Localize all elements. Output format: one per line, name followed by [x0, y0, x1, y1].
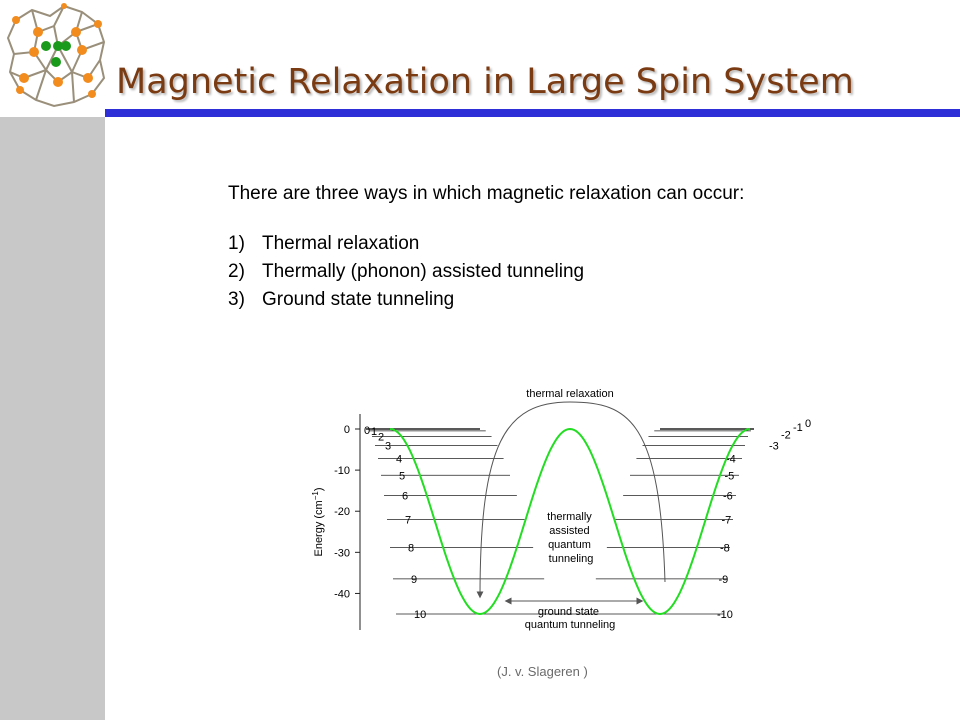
left-level-label: 3	[385, 441, 391, 453]
y-axis-ticks: 0 -10 -20 -30 -40	[334, 424, 360, 600]
molecule-logo-icon	[6, 3, 106, 108]
list-item-text: Ground state tunneling	[262, 289, 455, 310]
list-item: 3) Ground state tunneling	[228, 286, 788, 314]
thermal-relaxation-label: thermal relaxation	[526, 388, 613, 400]
right-level-label: -4	[726, 454, 736, 466]
ground-state-label: ground state quantum tunneling	[525, 606, 616, 631]
left-level-label: 9	[411, 574, 417, 586]
left-level-label: 5	[399, 470, 405, 482]
thermally-assisted-label: thermally assisted quantum tunneling	[547, 511, 595, 565]
y-tick-label: -30	[334, 547, 350, 559]
list-item-number: 1)	[228, 233, 245, 254]
thermal-relaxation-arrow	[476, 401, 666, 599]
right-level-label: -6	[723, 491, 733, 503]
right-level-label: -5	[725, 470, 735, 482]
right-level-label: -10	[717, 609, 733, 621]
list-item-number: 2)	[228, 261, 245, 282]
y-tick-label: -40	[334, 588, 350, 600]
right-level-label: -8	[720, 542, 730, 554]
left-level-label: 1	[371, 426, 377, 438]
left-level-label: 6	[402, 491, 408, 503]
list-item: 1) Thermal relaxation	[228, 230, 788, 258]
y-tick-label: -10	[334, 465, 350, 477]
right-level-label: -1	[793, 422, 803, 434]
right-level-label: -9	[719, 574, 729, 586]
left-level-label: 0	[364, 425, 370, 437]
left-level-label: 8	[408, 542, 414, 554]
right-level-label: -7	[722, 515, 732, 527]
y-axis-label: Energy (cm−1)	[311, 487, 325, 556]
right-level-label: -3	[769, 441, 779, 453]
double-well-curve	[389, 427, 751, 616]
left-level-label: 2	[378, 431, 384, 443]
slide-title: Magnetic Relaxation in Large Spin System	[116, 62, 854, 102]
intro-text: There are three ways in which magnetic r…	[228, 183, 745, 204]
left-level-label: 7	[405, 515, 411, 527]
y-tick-label: -20	[334, 506, 350, 518]
list-item: 2) Thermally (phonon) assisted tunneling	[228, 258, 788, 286]
slide-body: There are three ways in which magnetic r…	[228, 180, 788, 314]
image-credit: (J. v. Slageren )	[497, 664, 588, 679]
y-tick-label: 0	[344, 424, 350, 436]
list-item-text: Thermal relaxation	[262, 233, 420, 254]
energy-level-diagram: 0-10-20-30-40 Energy (cm−1) 001-12-23-34…	[311, 388, 811, 631]
list-item-text: Thermally (phonon) assisted tunneling	[262, 261, 585, 282]
right-level-label: 0	[805, 418, 811, 430]
list-item-number: 3)	[228, 289, 245, 310]
title-underline-bar	[105, 109, 960, 117]
sidebar-panel	[0, 117, 105, 720]
relaxation-list: 1) Thermal relaxation 2) Thermally (phonon…	[228, 230, 788, 314]
right-level-label: -2	[781, 429, 791, 441]
left-level-label: 10	[414, 609, 426, 621]
left-level-label: 4	[396, 454, 402, 466]
